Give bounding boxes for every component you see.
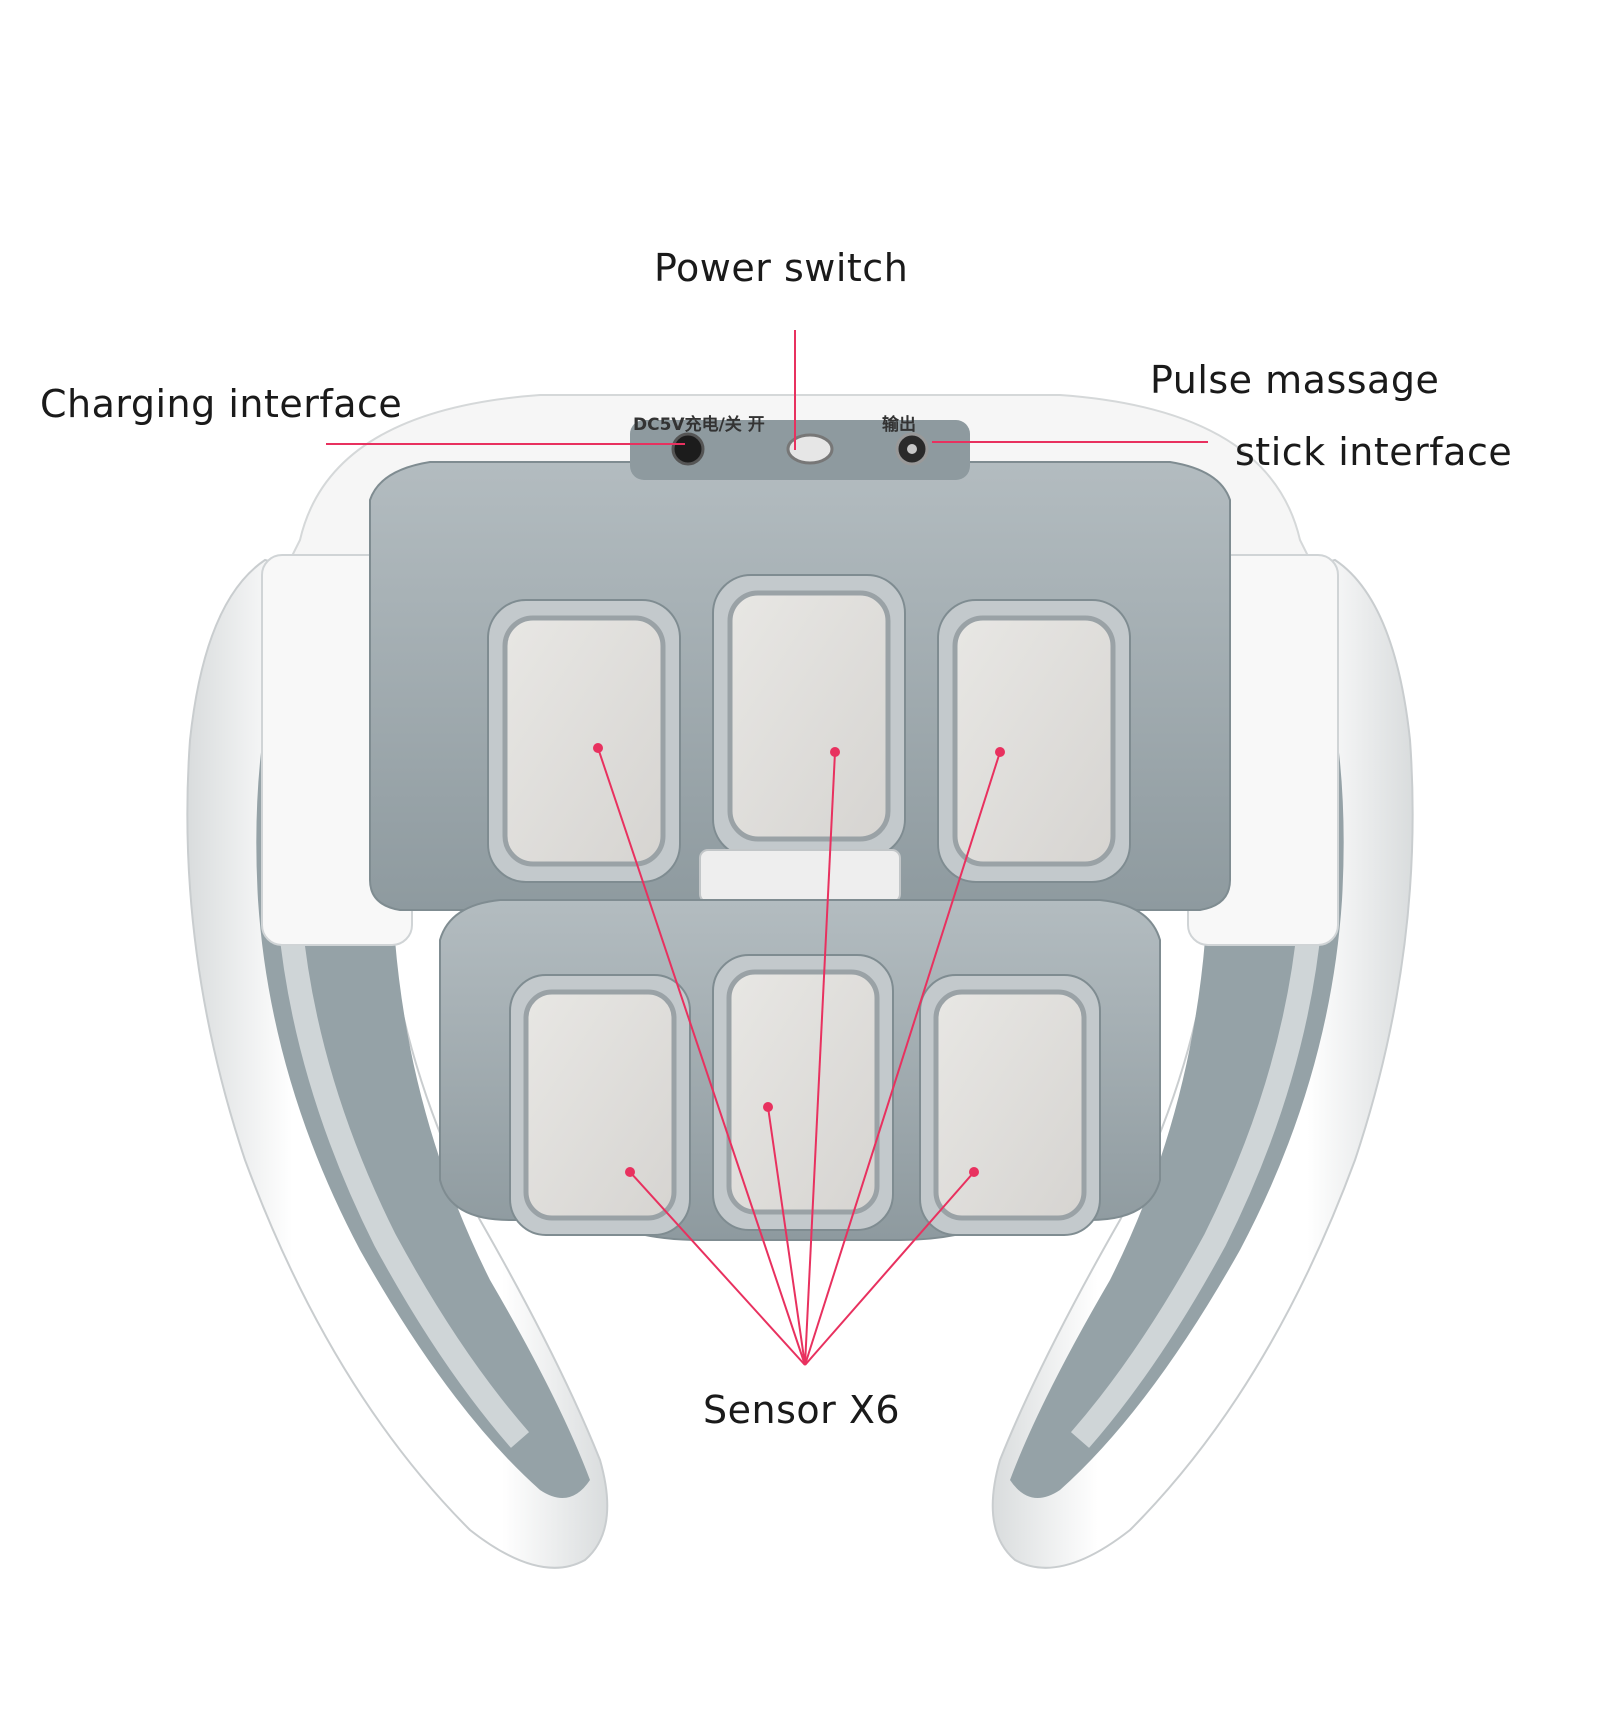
sensor-dot-1	[593, 743, 603, 753]
leader-lines	[326, 330, 1208, 1366]
power-switch-knob	[786, 433, 834, 465]
charge-switch-marking: DC5V充电/关 开	[633, 414, 765, 435]
charging-interface-label: Charging interface	[40, 382, 403, 426]
sensor-leader-1	[597, 747, 806, 1366]
sensor-dot-2	[830, 747, 840, 757]
output-marking: 输出	[882, 414, 916, 435]
sensor-leader-5	[767, 1106, 806, 1366]
sensor-leader-4	[629, 1171, 806, 1366]
sensor-leader-3	[804, 751, 1001, 1366]
sensor-leader-2	[804, 751, 836, 1366]
sensor-label: Sensor X6	[703, 1388, 901, 1432]
sensor-dots	[593, 743, 1005, 1177]
hinge-connector	[699, 849, 901, 903]
charging-port	[671, 432, 705, 466]
power-switch-label: Power switch	[654, 246, 909, 290]
lower-pads	[509, 954, 1101, 1236]
sensor-dot-4	[625, 1167, 635, 1177]
sensor-dot-5	[763, 1102, 773, 1112]
sensor-dot-6	[969, 1167, 979, 1177]
sensor-leader-6	[804, 1171, 975, 1366]
stick-interface-label: stick interface	[1235, 430, 1513, 474]
sensor-dot-3	[995, 747, 1005, 757]
upper-pads	[487, 574, 1131, 883]
pulse-massage-label: Pulse massage	[1150, 358, 1440, 402]
